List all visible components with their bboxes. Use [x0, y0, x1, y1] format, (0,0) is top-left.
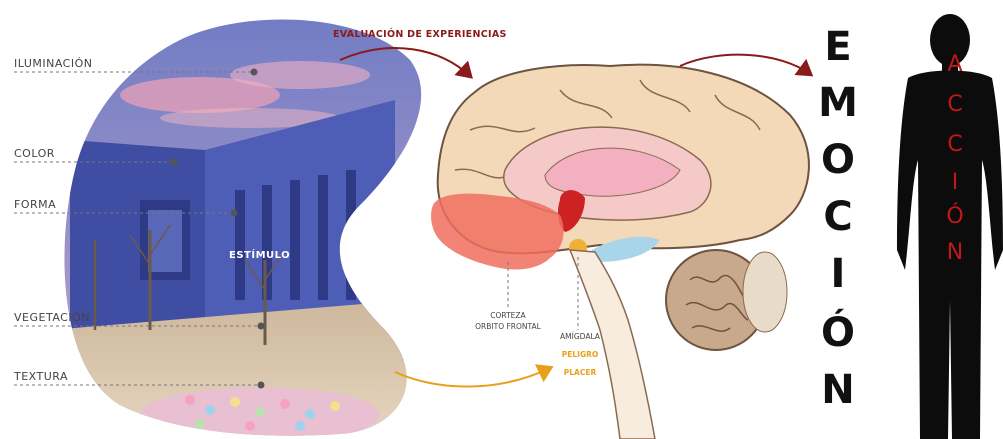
emotion-letter: O: [818, 137, 858, 183]
label-textura: TEXTURA: [14, 370, 68, 383]
stimulus-image: [50, 0, 450, 439]
emotion-letter: N: [818, 367, 858, 413]
label-color: COLOR: [14, 147, 55, 160]
action-letter: Ó: [940, 204, 970, 229]
pleasure-label: PLACER: [550, 367, 610, 378]
label-forma: FORMA: [14, 198, 56, 211]
label-vegetacion: VEGETACIÓN: [14, 311, 90, 324]
label-iluminacion: ILUMINACIÓN: [14, 57, 92, 70]
emotion-letter: I: [818, 251, 858, 297]
evaluation-label: EVALUACIÓN DE EXPERIENCIAS: [333, 29, 507, 40]
action-letter: A: [940, 52, 970, 77]
emotion-letter: E: [818, 24, 858, 70]
stimulus-label: ESTÍMULO: [229, 250, 290, 261]
emotion-letter: C: [818, 194, 858, 240]
amygdala-label: AMÍGDALA: [550, 331, 610, 342]
emotion-letter: M: [818, 80, 858, 126]
brain-illustration: [431, 65, 809, 439]
cortex-label-line1: CORTEZA: [470, 310, 546, 321]
action-letter: C: [940, 92, 970, 117]
cortex-label: CORTEZA ORBITO FRONTAL: [470, 310, 546, 332]
action-letter: C: [940, 132, 970, 157]
danger-label: PELIGRO: [550, 349, 610, 360]
action-letter: N: [940, 240, 970, 265]
texture-arrow: [395, 368, 550, 387]
emotion-letter: Ó: [818, 310, 858, 356]
action-letter: I: [940, 170, 970, 195]
cortex-label-line2: ORBITO FRONTAL: [470, 321, 546, 332]
